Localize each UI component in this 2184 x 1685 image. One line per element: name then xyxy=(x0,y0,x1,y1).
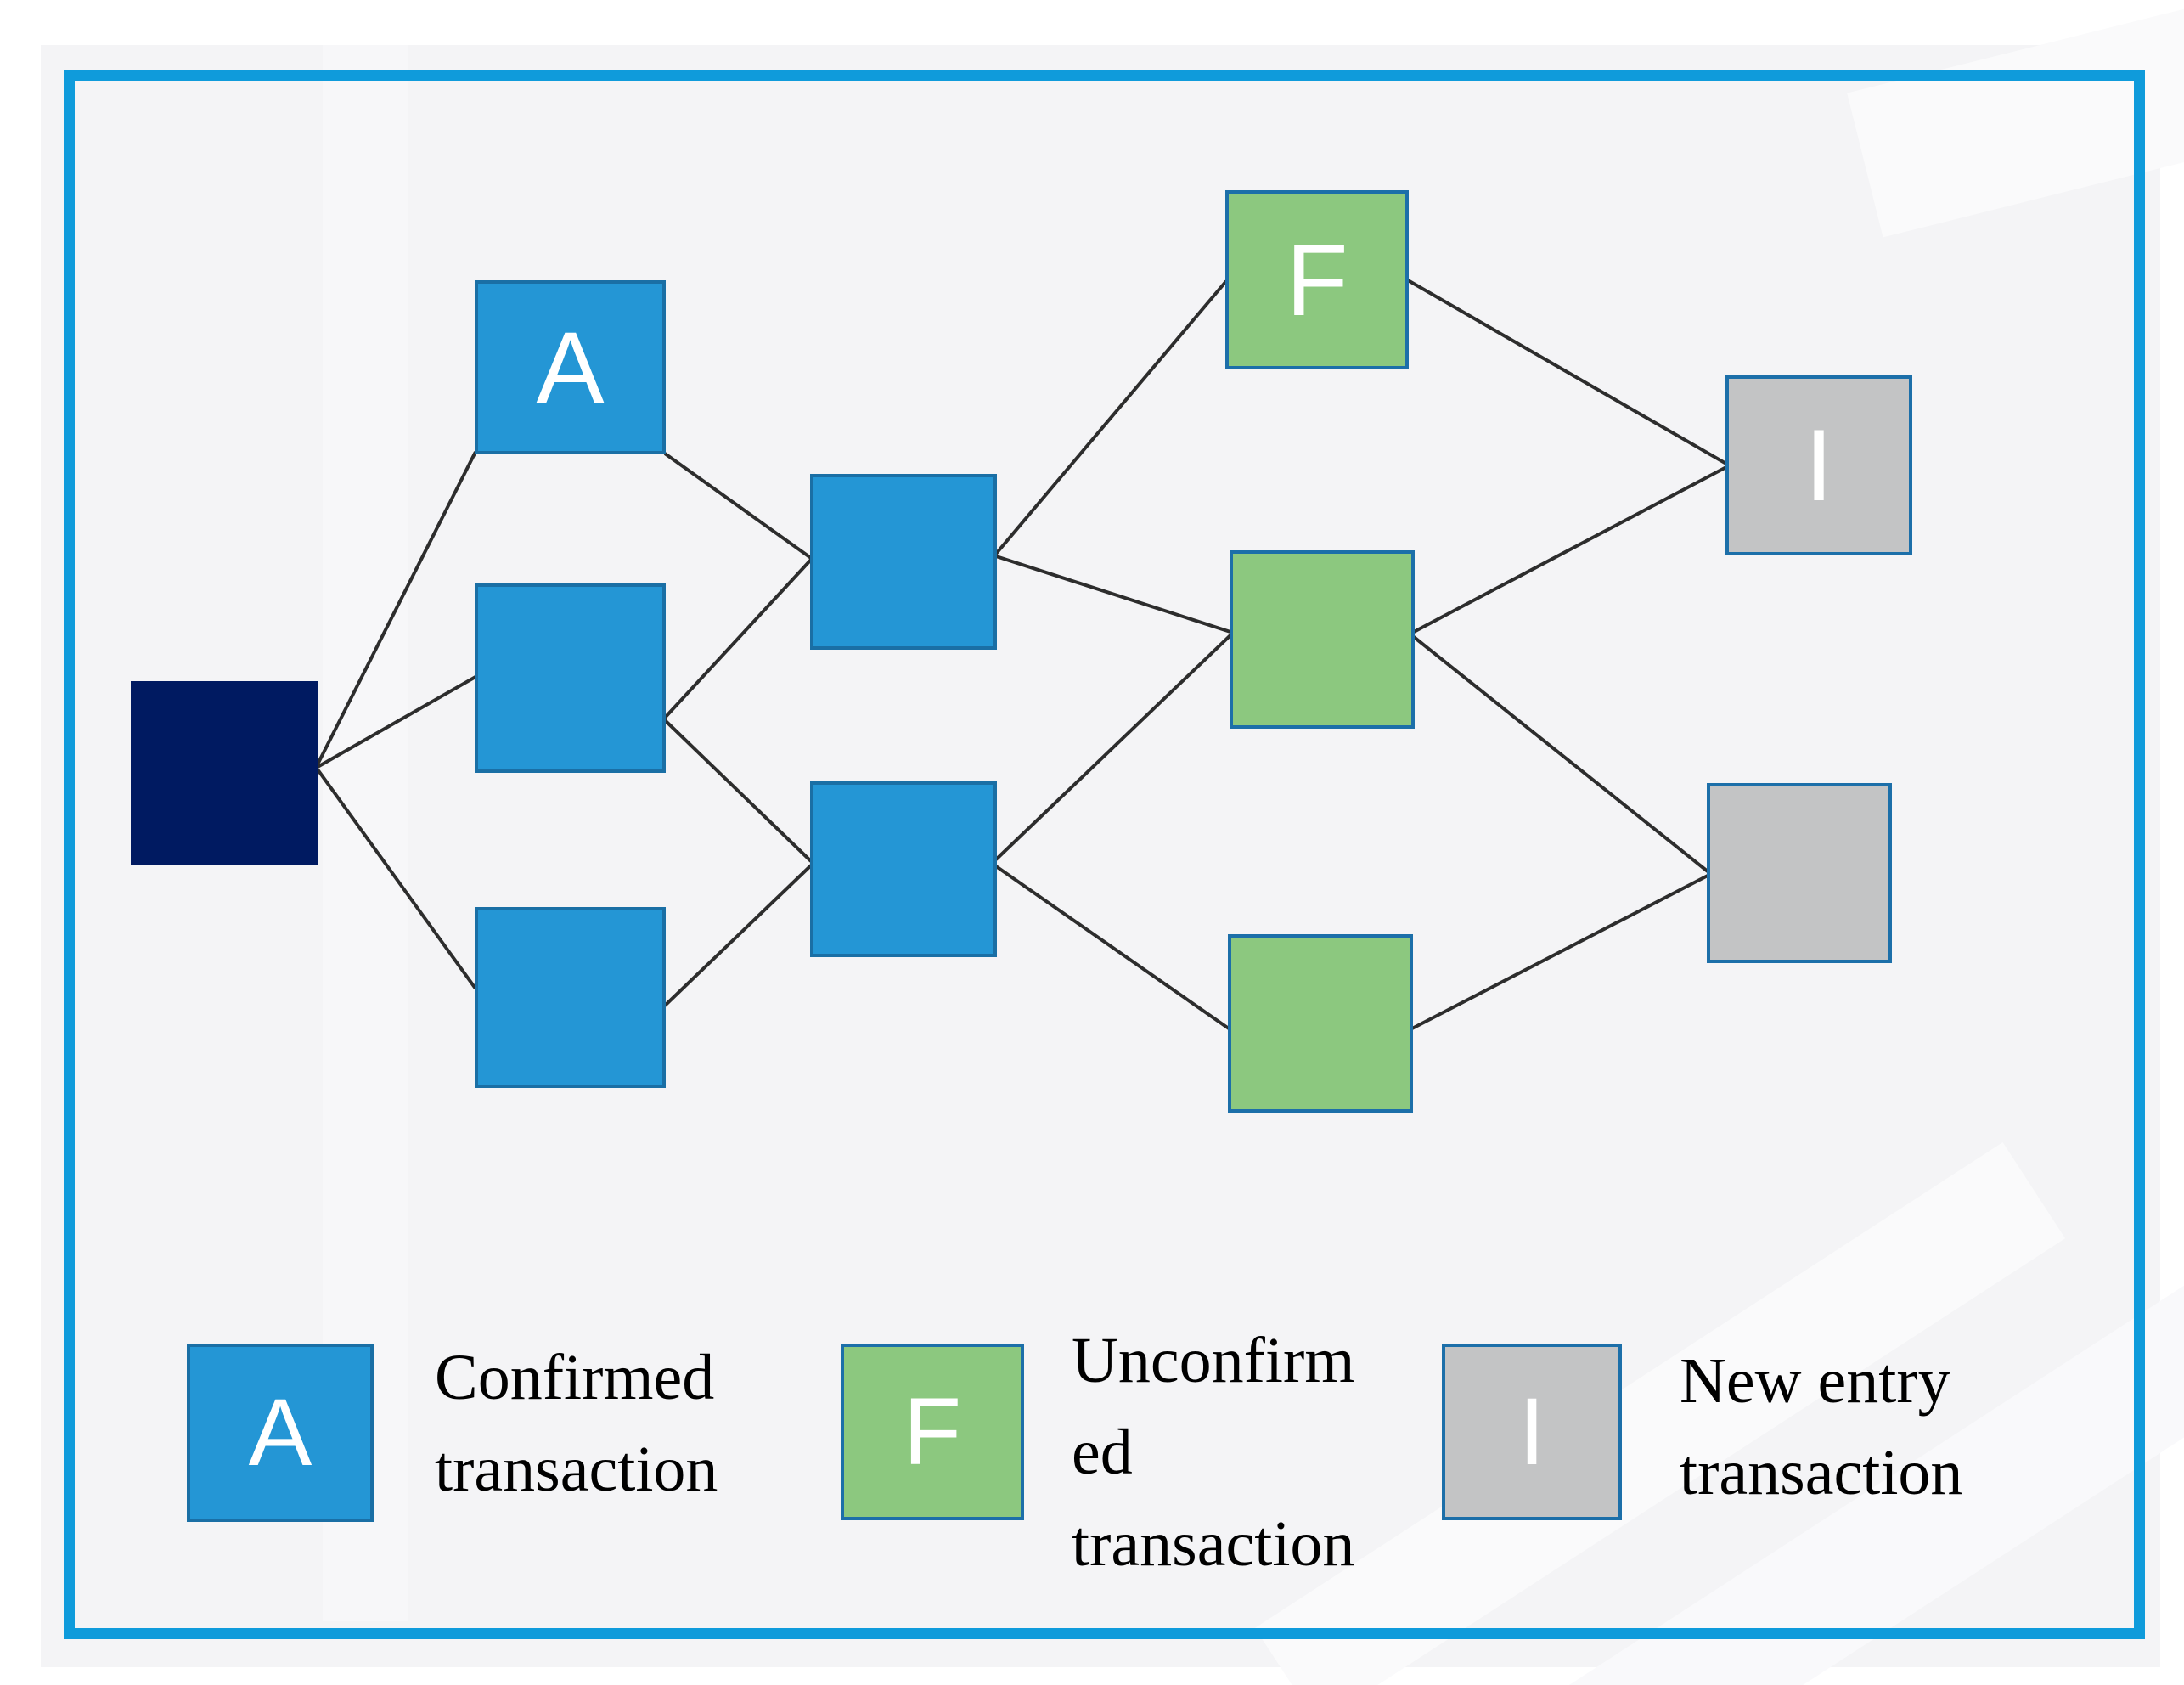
node-unconfirmed-bottom xyxy=(1228,934,1413,1113)
legend-letter-i: I xyxy=(1518,1378,1545,1485)
legend-swatch-new-entry: I xyxy=(1442,1344,1622,1520)
node-confirmed-a: A xyxy=(475,280,666,454)
legend-label-new-entry: New entry transaction xyxy=(1680,1345,1963,1508)
node-confirmed-layer2-bottom xyxy=(810,781,997,957)
node-genesis xyxy=(131,681,318,865)
legend-label-unconfirmed: Unconfirm ed transaction xyxy=(1072,1325,1355,1580)
node-confirmed-layer2-top xyxy=(810,474,997,650)
node-new-entry-bottom xyxy=(1707,783,1892,963)
node-letter-f: F xyxy=(1286,223,1348,337)
node-new-entry-i: I xyxy=(1725,375,1912,555)
node-unconfirmed-mid xyxy=(1230,550,1415,729)
legend-label-confirmed: Confirmed transaction xyxy=(435,1342,718,1505)
legend-swatch-confirmed: A xyxy=(187,1344,374,1522)
node-confirmed-bottom xyxy=(475,907,666,1088)
node-confirmed-mid xyxy=(475,583,666,773)
legend-letter-a: A xyxy=(248,1379,312,1485)
legend-swatch-unconfirmed: F xyxy=(841,1344,1024,1520)
node-letter-a: A xyxy=(536,310,605,425)
node-letter-i: I xyxy=(1804,409,1833,522)
node-unconfirmed-f: F xyxy=(1225,190,1409,369)
legend-letter-f: F xyxy=(903,1378,962,1485)
